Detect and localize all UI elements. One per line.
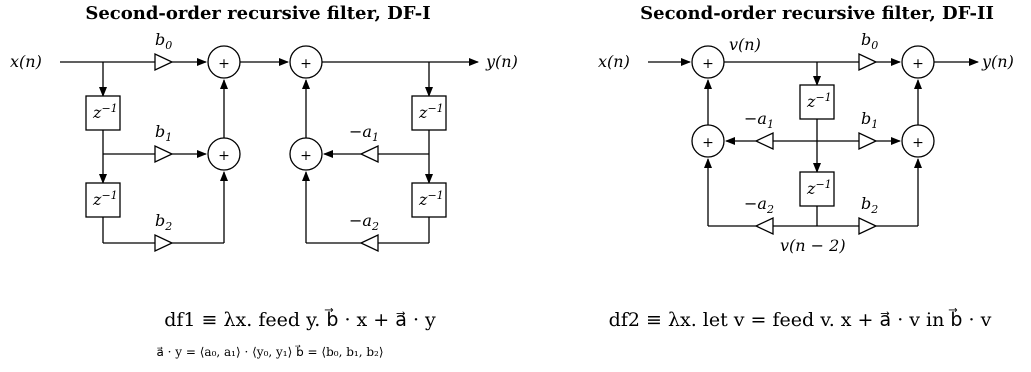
df2-gain-b2 — [858, 216, 878, 236]
df2-gain-a1 — [754, 131, 774, 151]
df1-delay-x2 — [85, 182, 121, 218]
svg-text:z−1: z−1 — [806, 178, 832, 198]
df1-output-label: y(n) — [485, 52, 518, 71]
svg-text:+: + — [300, 148, 312, 164]
svg-text:+: + — [218, 56, 230, 72]
df1-delay-y1 — [411, 95, 447, 131]
df1-b0-label: b0 — [155, 30, 172, 52]
df2-b2-label: b2 — [861, 194, 878, 216]
df1-delay-y2 — [411, 182, 447, 218]
df2-a1-label: −a1 — [744, 109, 774, 131]
df1-gain-a2 — [359, 233, 379, 253]
df2-gain-b1 — [858, 131, 878, 151]
df1-gain-b2 — [154, 233, 174, 253]
df1-equation: df1 ≡ λx. feed y. b⃗ · x + a⃗ · y — [164, 308, 436, 331]
svg-text:+: + — [912, 56, 924, 72]
df2-gain-a2 — [754, 216, 774, 236]
svg-text:z−1: z−1 — [806, 91, 832, 111]
df1-gain-b0 — [154, 52, 174, 72]
df2-b0-label: b0 — [861, 30, 878, 52]
df2-diagram: Second-order recursive filter, DF-II x(n… — [598, 3, 1014, 255]
df1-a2-label: −a2 — [349, 211, 379, 233]
df2-state-delayed-label: v(n − 2) — [780, 236, 846, 255]
df1-gain-b1 — [154, 144, 174, 164]
svg-text:+: + — [218, 148, 230, 164]
svg-text:z−1: z−1 — [418, 102, 444, 122]
df2-equation: df2 ≡ λx. let v = feed v. x + a⃗ · v in … — [609, 308, 992, 331]
svg-text:+: + — [912, 135, 924, 151]
df2-title: Second-order recursive filter, DF-II — [640, 3, 994, 24]
df1-gain-a1 — [359, 144, 379, 164]
df2-b1-label: b1 — [861, 109, 878, 131]
svg-text:+: + — [702, 135, 714, 151]
svg-text:z−1: z−1 — [92, 189, 118, 209]
df1-input-label: x(n) — [10, 52, 42, 71]
df2-state-label: v(n) — [729, 35, 761, 54]
df2-a2-label: −a2 — [744, 194, 774, 216]
df1-equation-sub: a⃗ · y = ⟨a₀, a₁⟩ · ⟨y₀, y₁⟩ b⃗ = ⟨b₀, b… — [156, 344, 383, 359]
df2-gain-b0 — [858, 52, 878, 72]
df1-b1-label: b1 — [155, 122, 172, 144]
df1-title: Second-order recursive filter, DF-I — [85, 3, 430, 24]
svg-text:+: + — [300, 56, 312, 72]
df1-delay-x1 — [85, 95, 121, 131]
svg-text:z−1: z−1 — [92, 102, 118, 122]
svg-text:z−1: z−1 — [418, 189, 444, 209]
df2-delay-2 — [799, 171, 835, 207]
df1-a1-label: −a1 — [349, 122, 379, 144]
df1-b2-label: b2 — [155, 211, 172, 233]
df2-output-label: y(n) — [981, 52, 1014, 71]
df2-input-label: x(n) — [598, 52, 630, 71]
svg-text:+: + — [702, 56, 714, 72]
df1-diagram: Second-order recursive filter, DF-I x(n)… — [10, 3, 518, 253]
